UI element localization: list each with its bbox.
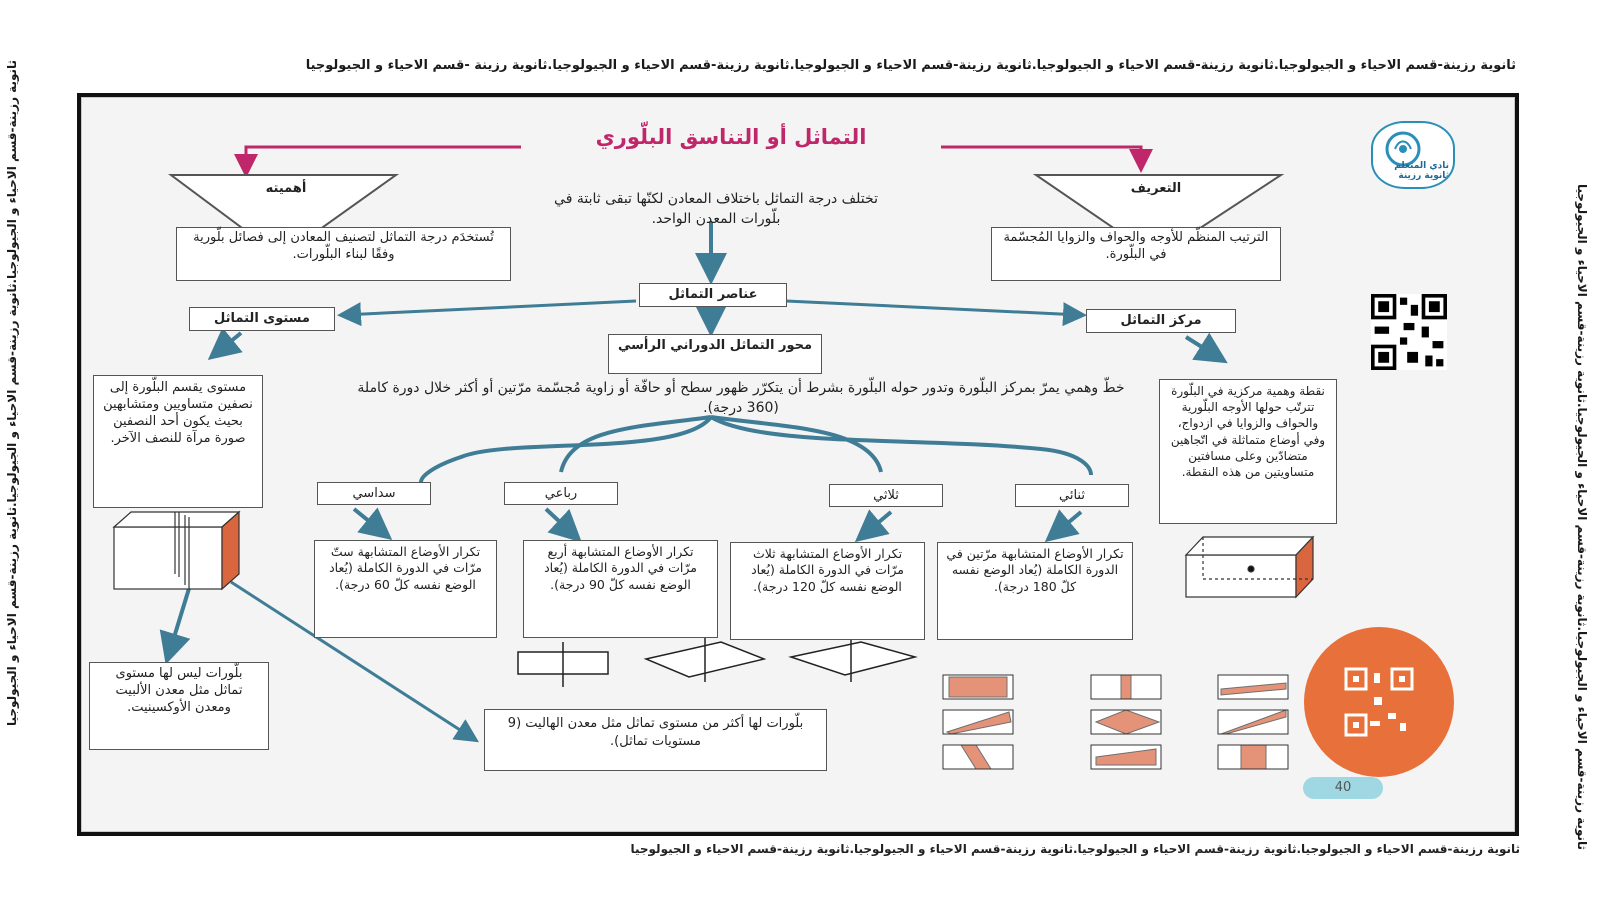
watermark-header: ثانوية رزينة-قسم الاحياء و الجيولوجيا.ثا… [305,58,1516,73]
axis-type-label-hexa: سداسي [317,482,431,505]
axis-type-box-hexa: تكرار الأوضاع المتشابهة ستّ مرّات في الد… [314,540,497,638]
center-label: مركز التماثل [1086,309,1236,333]
page-number: 40 [1303,777,1383,799]
definition-label: التعريف [1130,181,1182,196]
page-title: التماثل أو التناسق البلّوري [595,125,867,149]
watermark-left: ثانوية رزينة-قسم الاحياء و الجيولوجيا.ثا… [5,60,19,726]
watermark-footer: ثانوية رزينة-قسم الاحياء و الجيولوجيا.ثا… [630,842,1520,856]
plane-cubes-grid [942,674,1289,770]
axis-type-box-di: تكرار الأوضاع المتشابهة مرّتين في الدورة… [937,542,1133,640]
center-definition-box: نقطة وهمية مركزية في البلّورة تترتّب حول… [1159,379,1337,524]
qr-code-orange [1304,627,1454,777]
triangle-definition [1032,174,1285,259]
importance-label: أهميته [265,181,307,196]
flow-arrows [112,145,1315,770]
triangle-importance [167,174,400,259]
axis-type-box-tri: تكرار الأوضاع المتشابهة ثلاث مرّات في ال… [730,542,925,640]
importance-box: تُستخدَم درجة التماثل لتصنيف المعادن إلى… [176,227,511,281]
plane-crystal-figure [112,510,241,591]
axis-type-label-di: ثنائي [1015,484,1129,507]
axis-type-label-tetra: رباعي [504,482,618,505]
definition-box: الترتيب المنظّم للأوجه والحواف والزوايا … [991,227,1281,281]
plane-label: مستوى التماثل [189,307,335,331]
textbook-page: التماثل أو التناسق البلّوري أهميته التعر… [77,93,1519,836]
axis-definition: خطّ وهمي يمرّ بمركز البلّورة وتدور حوله … [357,380,1125,416]
axis-type-label-tri: ثلاثي [829,484,943,507]
arrow-title-right [941,145,1153,173]
axis-label: محور التماثل الدوراني الرأسي [608,334,822,374]
arrow-title-left [234,145,521,178]
plane-none-box: بلّورات ليس لها مستوى تماثل مثل معدن الأ… [89,662,269,750]
watermark-right: ثانوية رزينة-قسم الاحياء و الجيولوجيا.ثا… [1575,184,1589,850]
qr-code-black [1371,294,1447,370]
plane-many-box: بلّورات لها أكثر من مستوى تماثل مثل معدن… [484,709,827,771]
center-note: تختلف درجة التماثل باختلاف المعادن لكنّه… [554,191,878,227]
plane-definition-box: مستوى يقسم البلّورة إلى نصفين متساويين و… [93,375,263,508]
elements-label: عناصر التماثل [639,283,787,307]
axis-type-box-tetra: تكرار الأوضاع المتشابهة أربع مرّات في ال… [523,540,718,638]
center-crystal-figure [1184,535,1315,599]
axis-crystal-figures [517,635,918,687]
club-logo: نادي المتعلم ثانوية رزينة [1371,121,1455,189]
